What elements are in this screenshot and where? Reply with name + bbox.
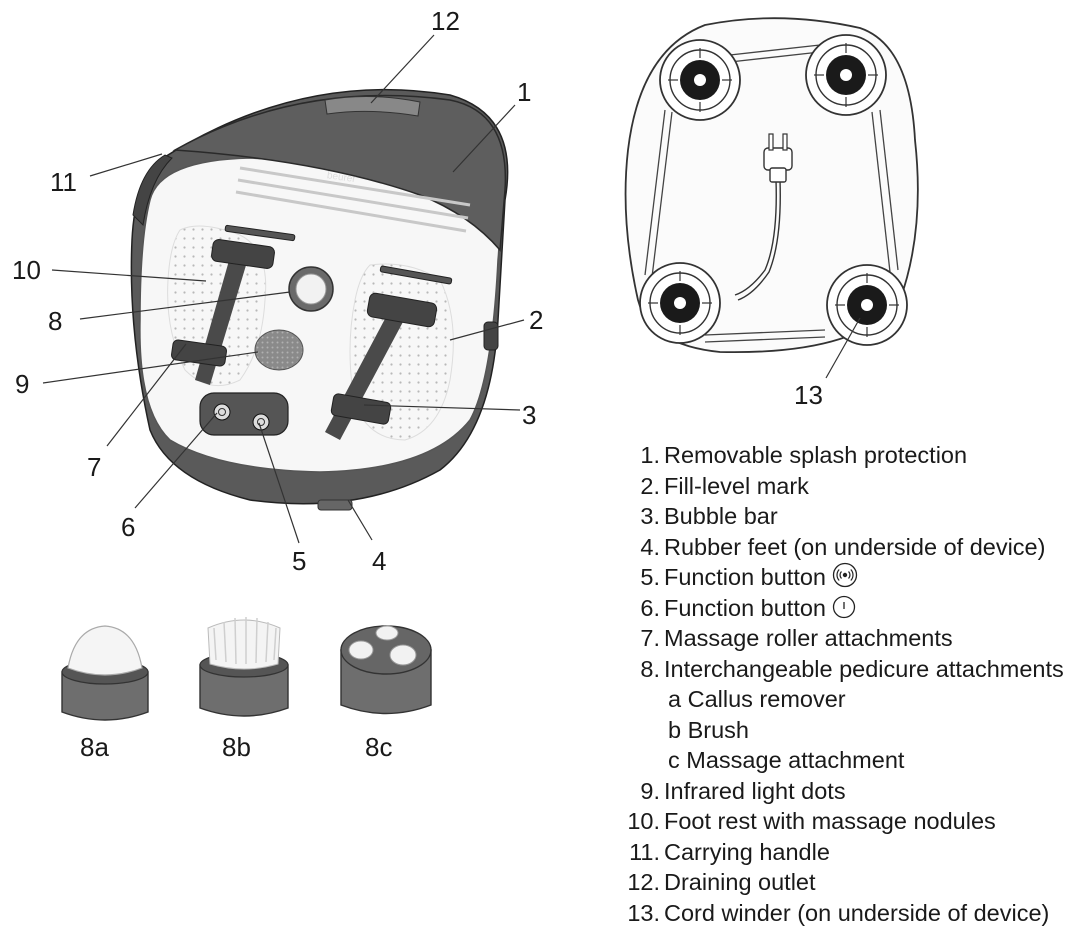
legend-number: 8. (640, 655, 660, 682)
legend-text: Fill-level mark (664, 472, 809, 499)
foot-bath-illustration: beurer (130, 88, 509, 511)
attachment-massage (340, 625, 432, 715)
underside-illustration (624, 17, 919, 379)
function-button-power (213, 403, 231, 421)
legend-text: b Brush (668, 716, 749, 743)
underside-foot-top-right (805, 34, 887, 116)
callout-8: 8 (48, 306, 63, 336)
legend-item: 10.Foot rest with massage nodules (612, 806, 1082, 837)
rubber-foot (317, 499, 353, 511)
legend-subitem: b Brush (612, 715, 1082, 746)
leader-line-13 (825, 317, 861, 379)
legend-item: 7.Massage roller attachments (612, 623, 1082, 654)
legend-number: 10. (627, 808, 660, 834)
legend-number: 7. (640, 625, 660, 651)
legend-number: 13. (627, 899, 660, 926)
underside-foot-top-left (659, 39, 741, 121)
legend-text: Massage roller attachments (664, 625, 953, 651)
infrared-light-dots (254, 329, 304, 371)
legend-number: 11. (629, 838, 660, 865)
vibration-icon (832, 562, 858, 588)
legend-number: 4. (640, 533, 660, 560)
legend-subitem: c Massage attachment (612, 745, 1082, 776)
control-panel (199, 392, 289, 436)
legend-item: 4.Rubber feet (on underside of device) (612, 532, 1082, 563)
underside-foot-bottom-right (826, 264, 908, 346)
callout-4: 4 (372, 546, 387, 576)
legend-number: 2. (640, 472, 660, 499)
legend-item: 3.Bubble bar (612, 501, 1082, 532)
callout-13: 13 (794, 380, 823, 410)
legend-item: 5.Function button (612, 562, 1082, 593)
legend-item: 8.Interchangeable pedicure attachments (612, 654, 1082, 685)
callout-11: 11 (50, 167, 77, 197)
callout-5: 5 (292, 546, 307, 576)
callout-7: 7 (87, 452, 102, 482)
callout-10: 10 (12, 255, 41, 285)
power-plug (763, 133, 793, 183)
callout-2: 2 (529, 305, 544, 335)
legend-text: Removable splash protection (664, 442, 968, 468)
power-icon (832, 595, 856, 618)
legend-text: Draining outlet (664, 869, 816, 895)
brand-logo: beurer (326, 170, 357, 185)
legend-item: 1.Removable splash protection (612, 440, 1082, 471)
legend-text: Interchangeable pedicure attachments (664, 655, 1064, 682)
legend-number: 9. (640, 777, 660, 804)
legend-text: Function button (664, 594, 826, 621)
legend-item: 6.Function button (612, 593, 1082, 624)
massage-roller-bottom-right (330, 393, 392, 425)
massage-roller-top-right (366, 265, 453, 328)
legend-text: Cord winder (on underside of device) (664, 899, 1050, 926)
parts-legend: 1.Removable splash protection 2.Fill-lev… (612, 440, 1082, 928)
legend-subitem: a Callus remover (612, 684, 1082, 715)
legend-number: 5. (640, 564, 660, 590)
legend-text: Infrared light dots (664, 777, 846, 804)
legend-text: c Massage attachment (668, 747, 905, 773)
callout-8c: 8c (365, 732, 393, 762)
power-cord (734, 179, 777, 296)
draining-outlet (324, 95, 421, 117)
callout-1: 1 (517, 77, 532, 107)
underside-foot-bottom-left (639, 262, 721, 344)
legend-item: 13.Cord winder (on underside of device) (612, 898, 1082, 929)
legend-number: 12. (627, 869, 660, 895)
legend-text: Rubber feet (on underside of device) (664, 533, 1046, 560)
legend-item: 12.Draining outlet (612, 867, 1082, 898)
callout-3: 3 (522, 400, 537, 430)
callout-9: 9 (15, 369, 30, 399)
legend-item: 9.Infrared light dots (612, 776, 1082, 807)
legend-number: 3. (640, 503, 660, 529)
legend-item: 2.Fill-level mark (612, 471, 1082, 502)
legend-text: Bubble bar (664, 503, 778, 529)
callout-8b: 8b (222, 732, 251, 762)
massage-roller-top-left (211, 224, 296, 269)
legend-number: 6. (640, 594, 660, 621)
legend-text: a Callus remover (668, 686, 846, 712)
legend-text: Foot rest with massage nodules (664, 808, 996, 834)
legend-number: 1. (640, 442, 660, 468)
legend-text: Function button (664, 564, 826, 590)
legend-text: Carrying handle (664, 838, 830, 865)
attachment-brush (199, 617, 289, 717)
callout-6: 6 (121, 512, 136, 542)
attachment-callus-remover (61, 625, 149, 721)
callout-8a: 8a (80, 732, 109, 762)
callout-12: 12 (431, 6, 460, 36)
carrying-handle (132, 154, 173, 227)
legend-item: 11.Carrying handle (612, 837, 1082, 868)
splash-protection (172, 94, 507, 252)
leader-lines-bath (42, 34, 525, 544)
